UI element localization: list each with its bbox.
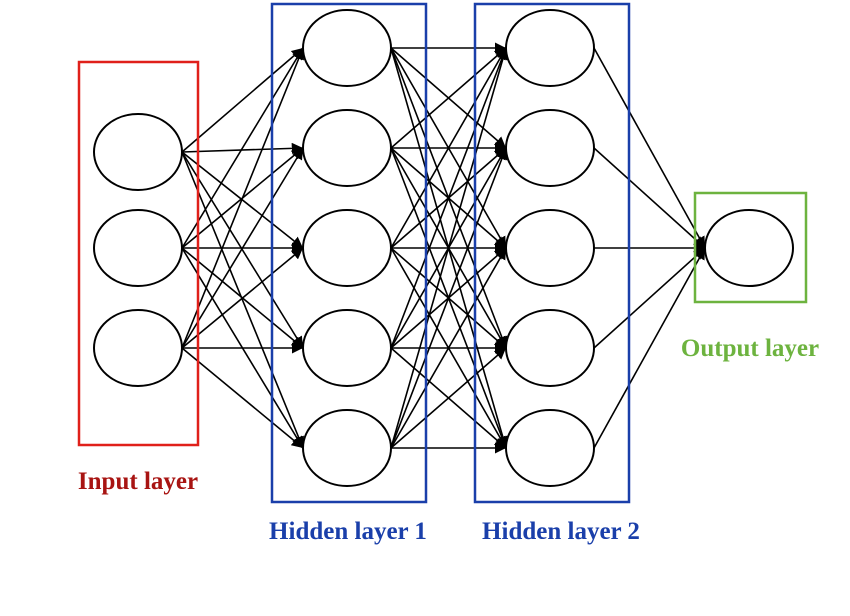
edge-hidden2-2-to-output-1 bbox=[593, 147, 706, 249]
edge-hidden1-5-to-hidden2-4 bbox=[390, 347, 507, 449]
input-layer-box bbox=[77, 60, 200, 447]
hidden1-node-3 bbox=[302, 209, 392, 287]
hidden2-node-4 bbox=[505, 309, 595, 387]
hidden1-layer-box bbox=[270, 2, 428, 504]
edge-hidden1-4-to-hidden2-1 bbox=[390, 47, 508, 349]
edge-hidden2-4-to-output-1 bbox=[593, 247, 706, 349]
edge-input-1-to-hidden1-4 bbox=[181, 151, 304, 349]
hidden1-node-4 bbox=[302, 309, 392, 387]
input-node-3 bbox=[93, 309, 183, 387]
edge-input-1-to-hidden1-5 bbox=[181, 151, 304, 449]
hidden1-node-1 bbox=[302, 9, 392, 87]
edge-hidden1-3-to-hidden2-1 bbox=[390, 47, 507, 249]
hidden-layer-1-label: Hidden layer 1 bbox=[269, 518, 427, 545]
output-layer-label: Output layer bbox=[681, 335, 819, 362]
hidden1-node-2 bbox=[302, 109, 392, 187]
edge-hidden2-5-to-output-1 bbox=[593, 247, 706, 449]
edge-input-1-to-hidden1-2 bbox=[181, 142, 304, 154]
hidden-layer-2-label: Hidden layer 2 bbox=[482, 518, 640, 545]
edge-input-3-to-hidden1-5 bbox=[181, 347, 304, 449]
edge-hidden1-5-to-hidden2-3 bbox=[390, 247, 507, 449]
edge-hidden1-2-to-hidden2-1 bbox=[390, 47, 507, 149]
output-node-1 bbox=[704, 209, 794, 287]
edge-input-3-to-hidden1-2 bbox=[181, 147, 304, 349]
edge-hidden1-5-to-hidden2-2 bbox=[390, 147, 508, 449]
hidden2-node-5 bbox=[505, 409, 595, 487]
hidden2-node-1 bbox=[505, 9, 595, 87]
hidden2-layer-box bbox=[473, 2, 631, 504]
hidden2-node-2 bbox=[505, 109, 595, 187]
edge-input-1-to-hidden1-1 bbox=[181, 47, 304, 153]
output-layer-box bbox=[693, 191, 808, 304]
edges bbox=[181, 42, 706, 454]
edge-input-3-to-hidden1-1 bbox=[181, 47, 305, 349]
input-node-1 bbox=[93, 113, 183, 191]
input-layer-label: Input layer bbox=[78, 468, 198, 495]
hidden1-node-5 bbox=[302, 409, 392, 487]
input-node-2 bbox=[93, 209, 183, 287]
edge-input-3-to-hidden1-3 bbox=[181, 247, 304, 349]
nodes bbox=[93, 9, 794, 487]
layer-boxes bbox=[77, 2, 808, 504]
edge-hidden2-1-to-output-1 bbox=[593, 47, 706, 249]
edge-hidden1-5-to-hidden2-1 bbox=[390, 47, 509, 449]
edge-input-2-to-hidden1-1 bbox=[181, 47, 304, 249]
hidden2-node-3 bbox=[505, 209, 595, 287]
